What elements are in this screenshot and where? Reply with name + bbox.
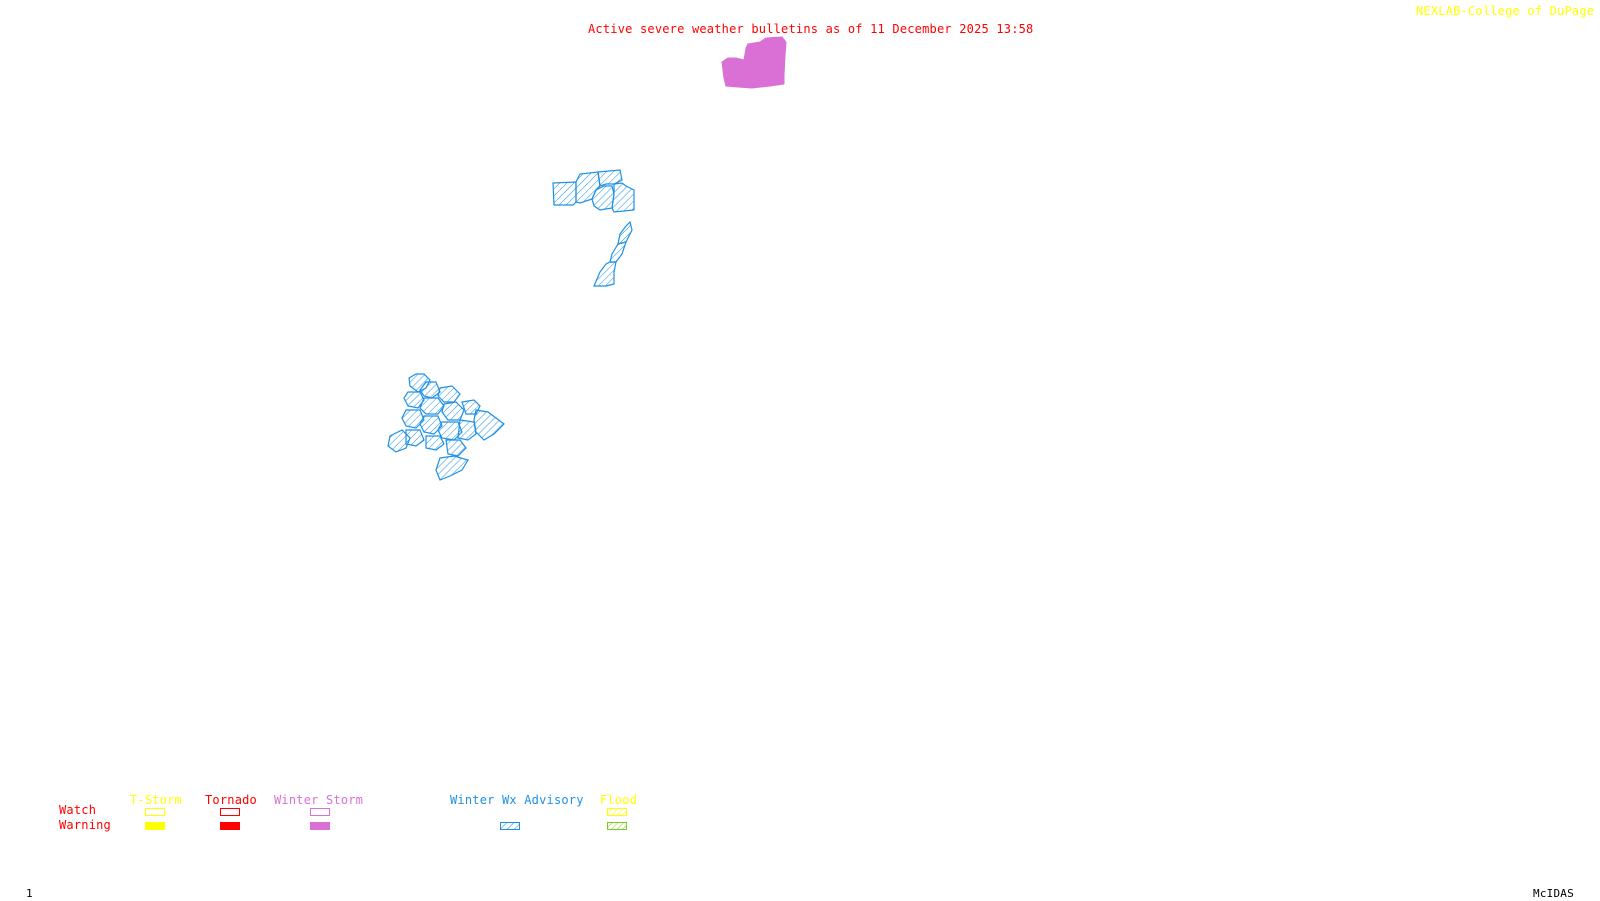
- advisory-county: [419, 397, 445, 415]
- advisory-county: [425, 435, 445, 451]
- advisory-county: [437, 385, 461, 403]
- advisory-county: [617, 220, 633, 245]
- advisory-county: [609, 241, 627, 263]
- advisory-county: [403, 391, 425, 409]
- advisory-county: [401, 409, 425, 429]
- legend-label-tstorm: T-Storm: [130, 793, 182, 807]
- legend-swatch-tstorm-watch: [145, 808, 165, 816]
- advisory-county: [441, 401, 465, 421]
- map-title: Active severe weather bulletins as of 11…: [588, 22, 1034, 36]
- legend-swatch-flood-warning: [607, 822, 627, 830]
- software-label: McIDAS: [1533, 887, 1574, 900]
- legend-swatch-winter-wx-advisory: [500, 822, 520, 830]
- legend-row-label-watch: Watch: [59, 803, 97, 817]
- legend-label-winter-storm: Winter Storm: [274, 793, 364, 807]
- winter-storm-warning-area: [721, 36, 787, 89]
- legend-label-winter-wx-advisory: Winter Wx Advisory: [450, 793, 584, 807]
- advisory-county: [473, 409, 505, 441]
- legend-swatch-winter-storm-warning: [310, 822, 330, 830]
- advisory-county: [405, 429, 425, 447]
- legend-swatch-tornado-warning: [220, 822, 240, 830]
- credit-text: NEXLAB-College of DuPage ↖: [1416, 4, 1600, 18]
- credit-label: NEXLAB-College of DuPage: [1416, 4, 1595, 18]
- legend-label-tornado: Tornado: [205, 793, 257, 807]
- advisory-county: [611, 182, 635, 213]
- legend-swatch-tornado-watch: [220, 808, 240, 816]
- winter-wx-advisory-lower-cluster: [387, 373, 505, 481]
- advisory-county: [419, 415, 443, 435]
- advisory-county: [387, 429, 411, 453]
- advisory-county: [552, 181, 577, 206]
- advisory-county: [457, 419, 477, 441]
- advisory-county: [435, 455, 469, 481]
- legend-swatch-tstorm-warning: [145, 822, 165, 830]
- legend-label-flood: Flood: [600, 793, 638, 807]
- advisory-county: [593, 261, 617, 287]
- frame-number: 1: [26, 887, 33, 900]
- legend-swatch-flood-watch: [607, 808, 627, 816]
- legend-row-label-warning: Warning: [59, 818, 111, 832]
- advisory-county: [445, 439, 467, 457]
- winter-wx-advisory-upper-cluster: [552, 169, 635, 287]
- legend-swatch-winter-storm-watch: [310, 808, 330, 816]
